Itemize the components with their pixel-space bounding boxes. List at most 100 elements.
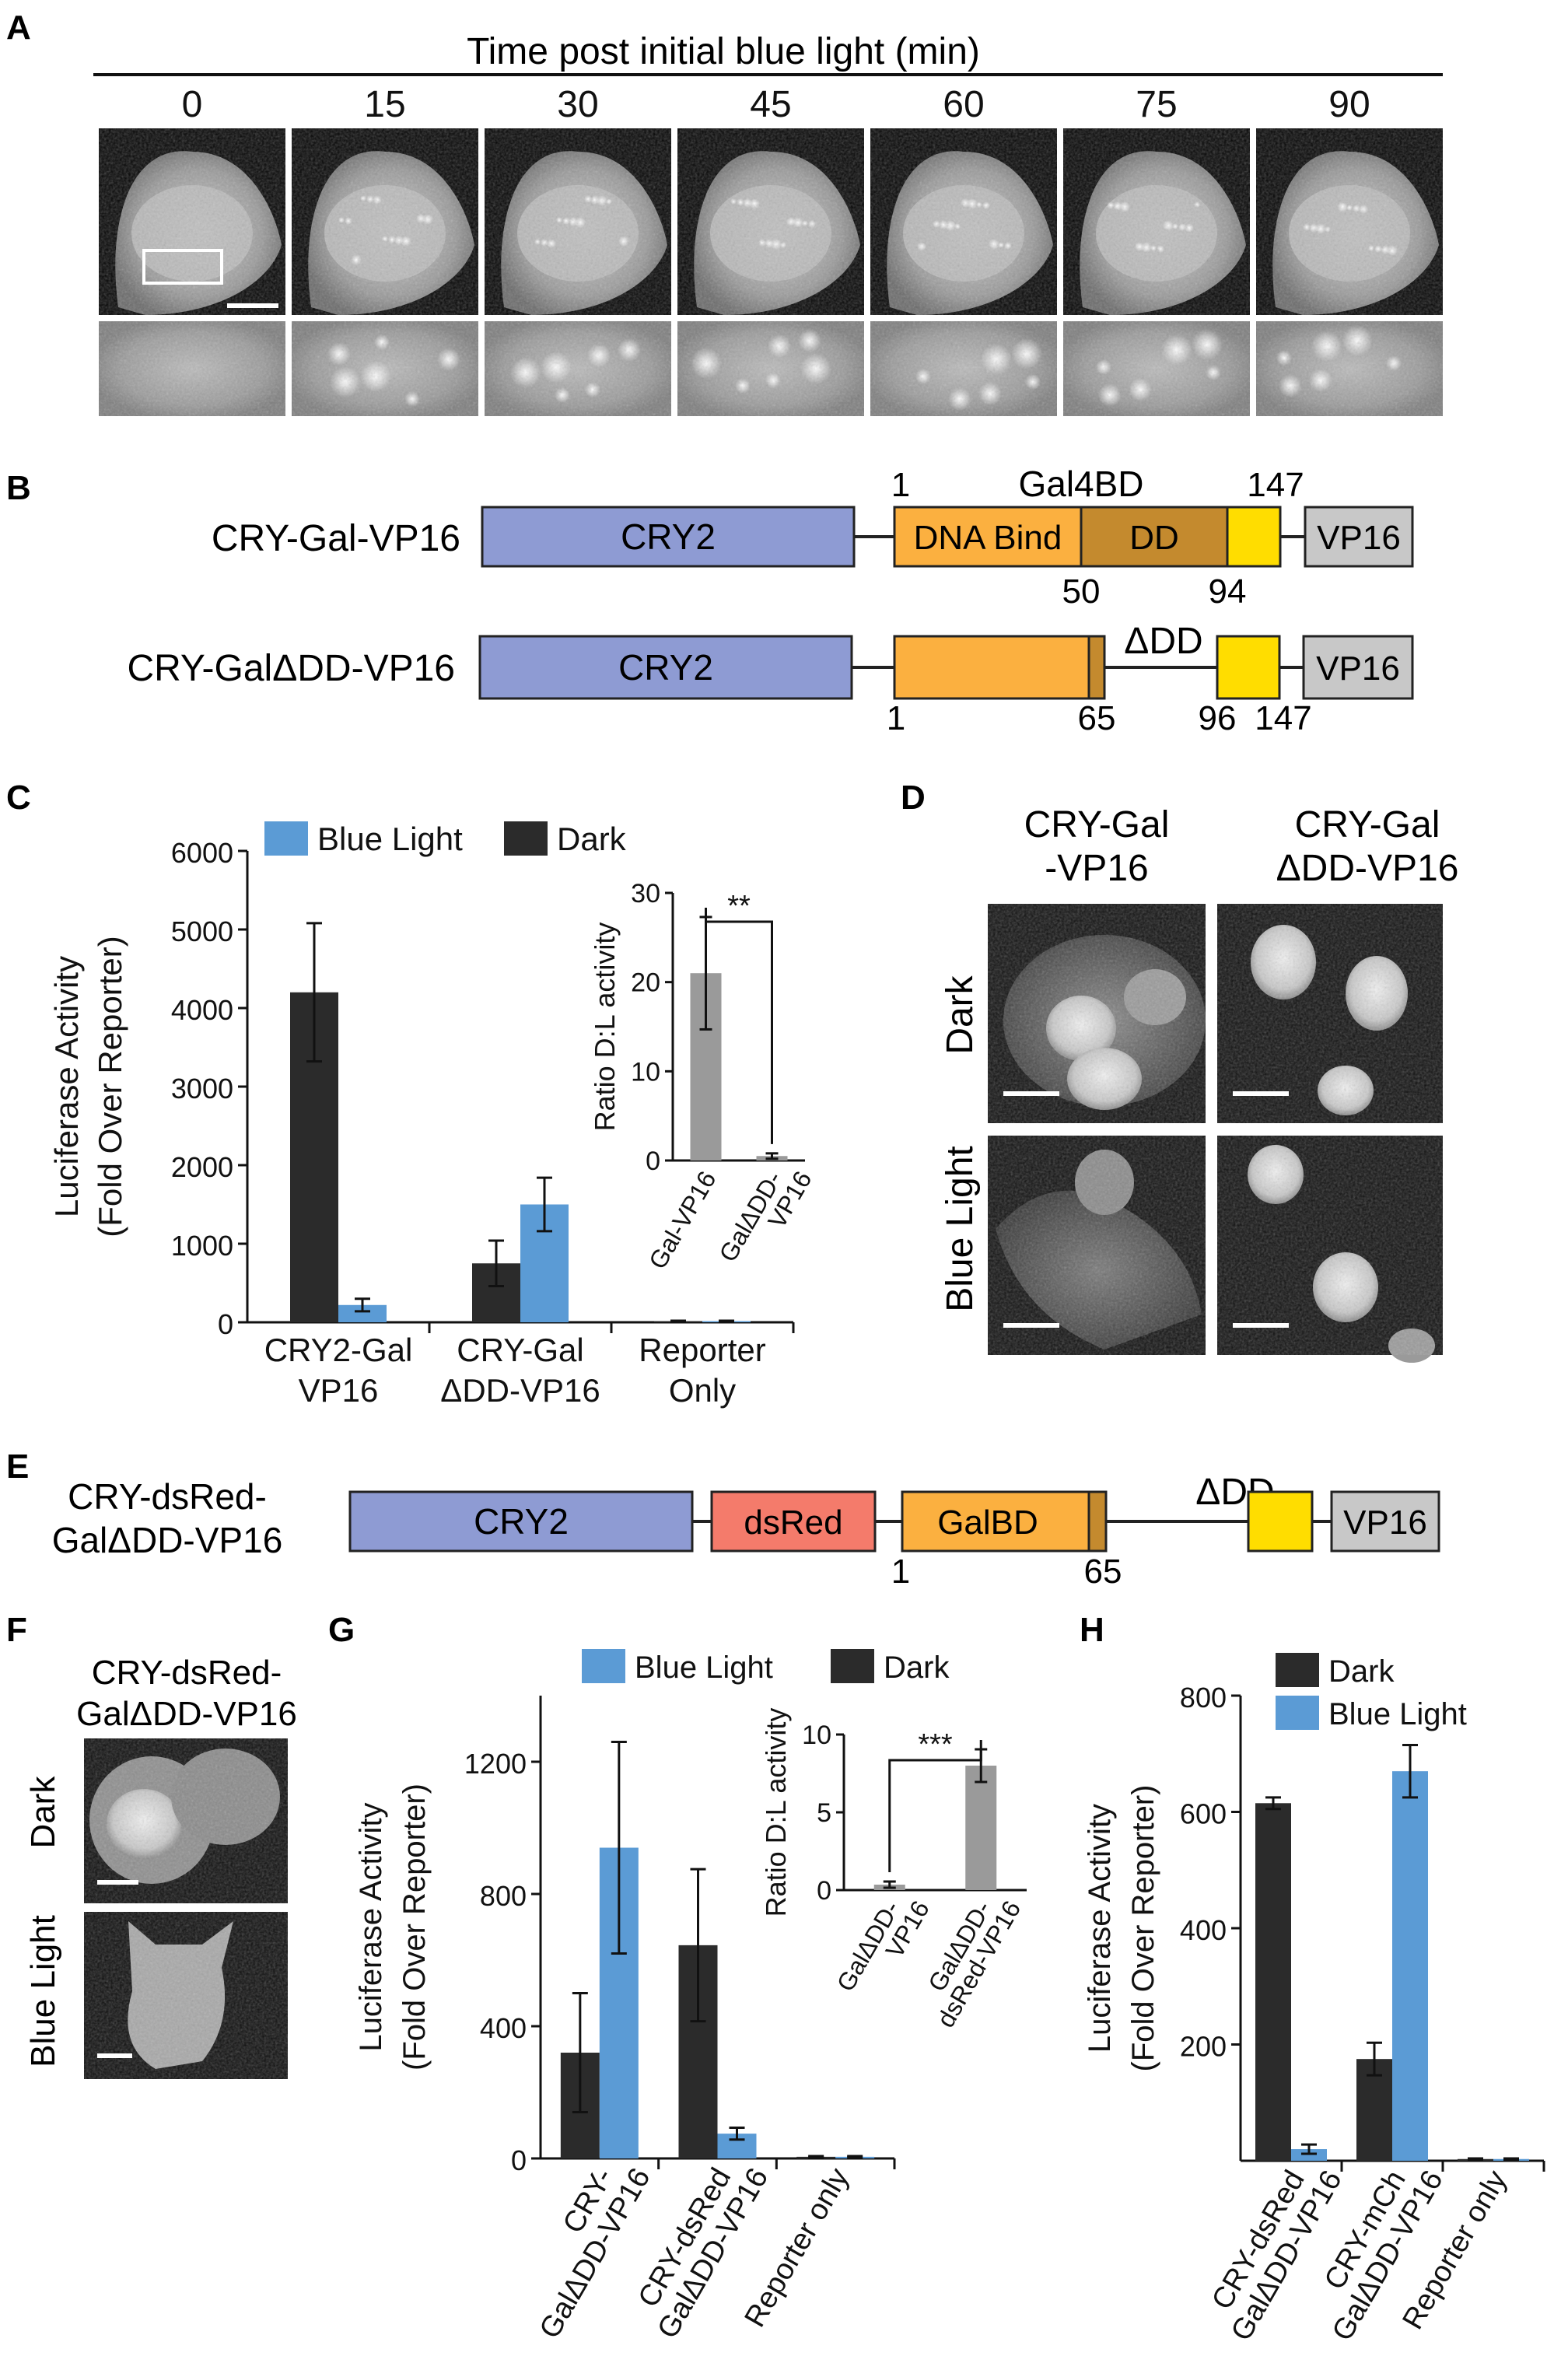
inset-y-tick-label: 5 bbox=[817, 1798, 831, 1828]
zoom-90min bbox=[1256, 321, 1443, 416]
panel-letter-f: F bbox=[6, 1611, 27, 1649]
zoom-noise bbox=[292, 321, 478, 416]
image-noise bbox=[1256, 128, 1443, 315]
cry2-domain bbox=[481, 506, 856, 568]
image-noise bbox=[99, 128, 285, 315]
panel-d-row-blue: Blue Light bbox=[940, 1146, 981, 1312]
y-axis-label: Luciferase Activity bbox=[1083, 1804, 1117, 2053]
construct-cry-dsred-galddd-vp16: CRY-dsRed- GalΔDD-VP16 CRY2 dsRed GalBD … bbox=[52, 1472, 1440, 1591]
vp16-label-1: VP16 bbox=[1317, 519, 1401, 557]
y-tick-label: 6000 bbox=[171, 837, 233, 869]
time-label-30: 30 bbox=[557, 84, 598, 125]
legend-swatch-dark bbox=[831, 1649, 874, 1683]
micrograph-f-blue bbox=[84, 1912, 288, 2079]
legend-label: Blue Light bbox=[1328, 1697, 1467, 1731]
y-tick-label: 600 bbox=[1180, 1798, 1227, 1830]
construct-name-1: CRY-Gal-VP16 bbox=[212, 518, 460, 559]
micrograph-60min bbox=[870, 128, 1057, 315]
galbd-label: GalBD bbox=[937, 1504, 1038, 1542]
yellow-domain-1 bbox=[1226, 506, 1282, 568]
cry2-domain-e bbox=[348, 1490, 694, 1553]
vp16-label-e: VP16 bbox=[1343, 1504, 1427, 1542]
significance-marker: *** bbox=[918, 1728, 953, 1761]
panel-a-micrographs bbox=[99, 128, 1443, 416]
dd-stub-e bbox=[1087, 1490, 1108, 1553]
panel-letter-h: H bbox=[1080, 1611, 1104, 1649]
panel-letter-e: E bbox=[6, 1448, 29, 1486]
significance-bracket bbox=[888, 1740, 982, 1872]
panel-d-col1-line1: CRY-Gal bbox=[1024, 804, 1170, 845]
panel-letter-d: D bbox=[901, 779, 926, 817]
cry2-label: CRY2 bbox=[621, 516, 716, 557]
image-noise bbox=[485, 128, 671, 315]
y-tick-label: 0 bbox=[218, 1308, 233, 1340]
inset-y-tick-label: 30 bbox=[631, 879, 660, 908]
vp16-domain-2 bbox=[1302, 635, 1414, 700]
bar-blue-light bbox=[338, 1304, 387, 1322]
dsred-label: dsRed bbox=[744, 1504, 842, 1542]
time-label-0: 0 bbox=[182, 84, 203, 125]
legend-swatch-blue-light bbox=[1276, 1696, 1319, 1730]
galbd-domain bbox=[901, 1490, 1090, 1553]
panel-letter-a: A bbox=[6, 9, 31, 47]
category-label: Only bbox=[669, 1372, 736, 1409]
num-65-e: 65 bbox=[1084, 1553, 1122, 1591]
construct-name-2: CRY-GalΔDD-VP16 bbox=[127, 648, 455, 689]
legend-swatch-dark bbox=[504, 821, 548, 856]
significance-marker: ** bbox=[727, 890, 751, 922]
y-tick-label: 5000 bbox=[171, 915, 233, 947]
image-noise bbox=[677, 128, 864, 315]
category-label: CRY2-Gal bbox=[264, 1332, 413, 1368]
inset-bar bbox=[965, 1766, 997, 1890]
num-94: 94 bbox=[1209, 572, 1247, 611]
y-tick-label: 200 bbox=[1180, 2031, 1227, 2063]
panel-e-name-line2: GalΔDD-VP16 bbox=[52, 1520, 283, 1560]
zoom-noise bbox=[1063, 321, 1250, 416]
micrograph-d-dd-dark bbox=[1217, 904, 1443, 1123]
time-label-45: 45 bbox=[750, 84, 791, 125]
legend-swatch-blue-light bbox=[264, 821, 308, 856]
time-label-60: 60 bbox=[943, 84, 984, 125]
time-label-75: 75 bbox=[1136, 84, 1177, 125]
delta-dd-label: ΔDD bbox=[1124, 621, 1202, 662]
micrograph-d-dd-blue bbox=[1217, 1136, 1443, 1363]
cry2-label-2: CRY2 bbox=[618, 647, 713, 688]
y-axis-label: (Fold Over Reporter) bbox=[1126, 1785, 1160, 2072]
inset-y-axis-label: Ratio D:L activity bbox=[589, 922, 621, 1132]
num-1-top: 1 bbox=[891, 466, 910, 504]
y-tick-label: 1200 bbox=[464, 1748, 527, 1780]
legend-label: Blue Light bbox=[317, 821, 463, 857]
inset-y-tick-label: 0 bbox=[817, 1876, 831, 1906]
y-tick-label: 4000 bbox=[171, 994, 233, 1026]
panel-a-title: Time post initial blue light (min) bbox=[467, 31, 980, 72]
yellow-domain-e bbox=[1247, 1490, 1314, 1553]
vp16-domain-1 bbox=[1304, 506, 1414, 568]
y-tick-label: 1000 bbox=[171, 1230, 233, 1262]
category-label: VP16 bbox=[299, 1372, 379, 1409]
y-tick-label: 800 bbox=[1180, 1682, 1227, 1714]
inset-y-axis-label: Ratio D:L activity bbox=[760, 1708, 792, 1917]
y-axis-label: (Fold Over Reporter) bbox=[92, 936, 128, 1237]
num-147-top: 147 bbox=[1247, 466, 1304, 504]
category-label: ΔDD-VP16 bbox=[440, 1372, 600, 1409]
legend-label: Dark bbox=[557, 821, 627, 857]
image-noise bbox=[84, 1912, 288, 2079]
construct-cry-gal-vp16: CRY-Gal-VP16 CRY2 DNA Bind DD VP16 Gal4B… bbox=[212, 464, 1414, 611]
micrograph-30min bbox=[485, 128, 671, 315]
num-147-b2: 147 bbox=[1255, 699, 1311, 737]
gal-domain-2 bbox=[893, 635, 1090, 700]
y-tick-label: 3000 bbox=[171, 1073, 233, 1104]
zoom-75min bbox=[1063, 321, 1250, 416]
y-tick-label: 800 bbox=[480, 1880, 527, 1912]
panel-f-row-dark: Dark bbox=[24, 1776, 62, 1849]
inset-y-tick-label: 0 bbox=[646, 1146, 660, 1176]
gal4bd-label: Gal4BD bbox=[1018, 464, 1143, 504]
num-65-b2: 65 bbox=[1078, 699, 1116, 737]
panel-f-title-line2: GalΔDD-VP16 bbox=[76, 1695, 297, 1733]
y-axis-label: (Fold Over Reporter) bbox=[397, 1784, 432, 2071]
zoom-noise bbox=[1256, 321, 1443, 416]
